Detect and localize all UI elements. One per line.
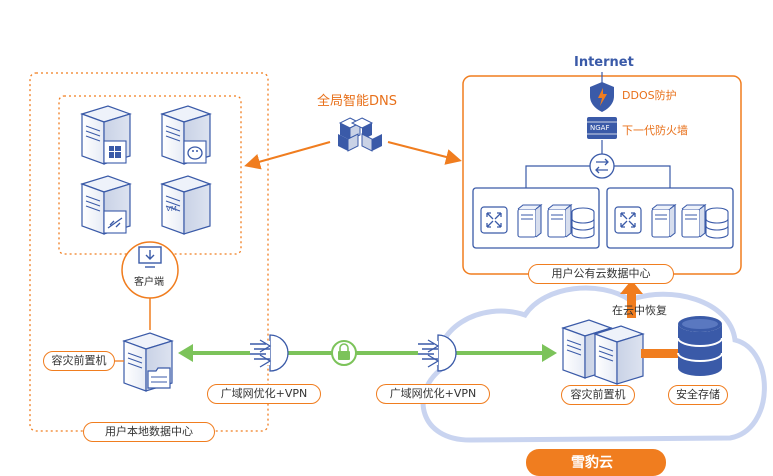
secure-storage-icon	[677, 316, 723, 376]
cloud-standby-label: 容灾前置机	[561, 385, 635, 405]
vm-server-icon: VM	[161, 175, 211, 235]
rack-left	[472, 187, 600, 249]
storage-icon	[705, 207, 729, 239]
wan-label-right: 广域网优化+VPN	[376, 384, 490, 404]
local-dc-title: 用户本地数据中心	[83, 422, 215, 442]
secure-storage-label: 安全存储	[668, 385, 728, 405]
folder-icon	[147, 367, 171, 389]
unix-icon	[103, 210, 127, 234]
ngfw-label: 下一代防火墙	[622, 124, 688, 137]
cloud-standby-server-icon	[594, 325, 644, 385]
public-dc-title: 用户公有云数据中心	[528, 264, 674, 284]
firewall-icon	[587, 117, 617, 139]
client-label: 客户端	[134, 277, 164, 288]
wan-label-left: 广域网优化+VPN	[207, 384, 321, 404]
linux-icon	[183, 140, 207, 164]
lock-icon	[331, 340, 357, 366]
replication-link	[178, 344, 557, 362]
recover-arrow	[627, 290, 636, 318]
brand-bar	[526, 449, 666, 476]
cloud-shape	[420, 285, 767, 443]
server-icon	[517, 204, 542, 238]
switch-icon	[480, 206, 508, 234]
rack-right	[606, 187, 734, 249]
ngfw-badge: NGAF	[590, 124, 610, 132]
dns-arrow-right	[387, 141, 462, 165]
svg-text:VM: VM	[166, 205, 177, 213]
switch-icon	[614, 206, 642, 234]
dns-cube-icon	[338, 117, 382, 152]
dns-label: 全局智能DNS	[317, 94, 397, 109]
windows-icon	[103, 140, 127, 164]
wan-optimizer-icon	[249, 334, 289, 372]
server-icon	[681, 204, 706, 238]
internet-label: Internet	[574, 55, 634, 70]
router-icon	[589, 153, 615, 179]
shield-icon	[590, 82, 614, 112]
server-icon	[547, 204, 572, 238]
ddos-label: DDOS防护	[622, 89, 677, 102]
monitor-icon	[138, 246, 162, 268]
server-icon	[651, 204, 676, 238]
recover-label: 在云中恢复	[612, 304, 667, 317]
brand-label: 雪豹云	[571, 455, 613, 471]
dns-arrow-left	[244, 141, 331, 170]
local-standby-label: 容灾前置机	[43, 351, 115, 371]
storage-icon	[571, 207, 595, 239]
